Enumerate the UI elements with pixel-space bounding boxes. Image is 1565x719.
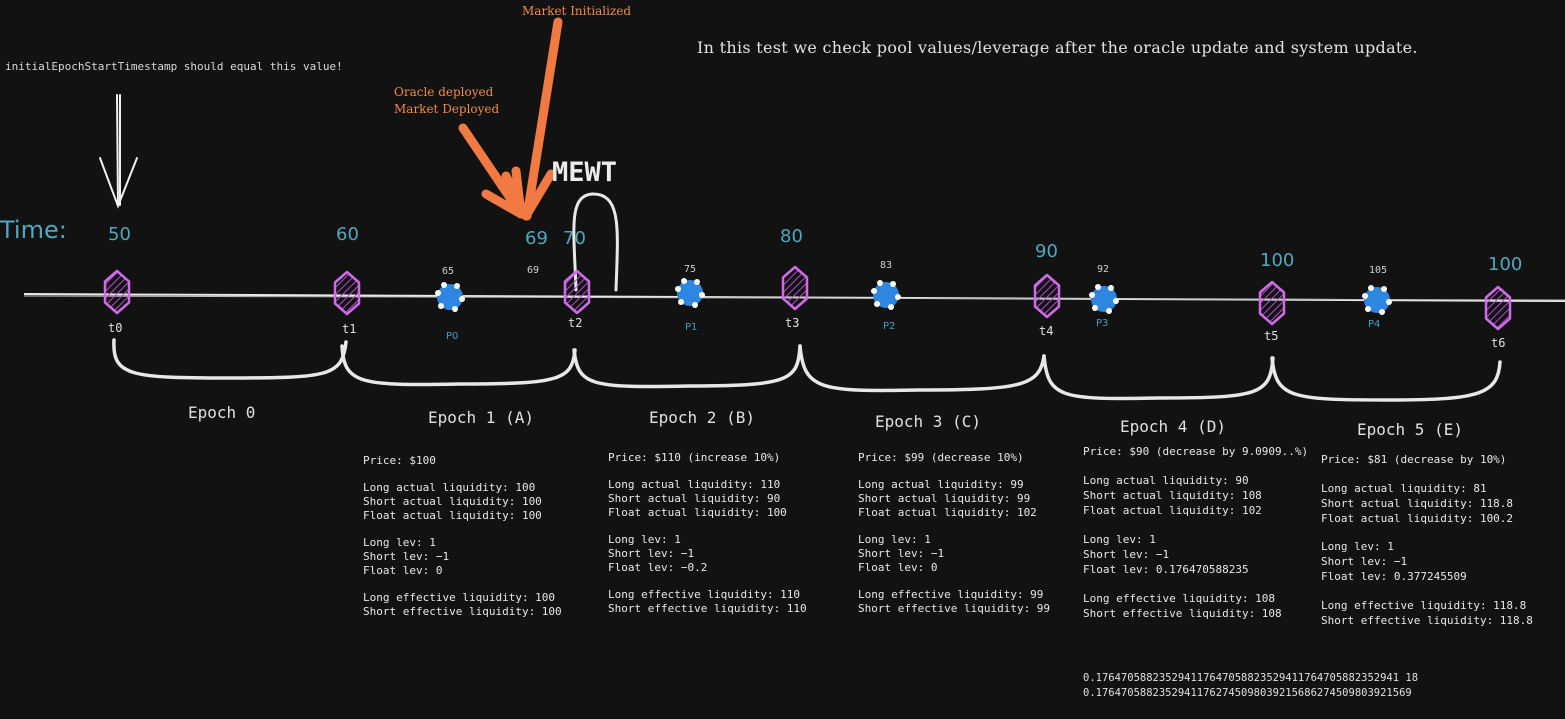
- tick-label-t1: t1: [342, 322, 357, 336]
- tick-marker-t3: [781, 265, 809, 311]
- epoch-label-3: Epoch 3 (C): [875, 412, 981, 431]
- epoch-label-1: Epoch 1 (A): [428, 408, 534, 427]
- epoch-label-0: Epoch 0: [188, 403, 256, 422]
- price-update-dot-p3: [1089, 284, 1119, 314]
- price-update-label-p2: P2: [883, 321, 896, 332]
- price-update-time-p0: 65: [442, 266, 455, 277]
- small-time-69: 69: [527, 265, 540, 276]
- start-timestamp-arrow: [99, 94, 138, 209]
- time-value-t0: 50: [108, 224, 131, 245]
- price-update-label-p1: P1: [685, 322, 698, 333]
- tick-label-t3: t3: [785, 316, 800, 330]
- price-update-label-p3: P3: [1096, 318, 1109, 329]
- time-value-69: 69: [525, 228, 548, 249]
- tick-marker-t4: [1033, 273, 1061, 319]
- time-value-t1: 60: [336, 224, 359, 245]
- market-initialized-arrow: [501, 17, 563, 221]
- price-update-dot-p2: [871, 280, 901, 310]
- float-lev-value-1: 0.17647058823529411764705882352941176470…: [1083, 672, 1419, 684]
- float-lev-value-2: 0.17647058823529411762745098039215686274…: [1083, 687, 1412, 699]
- price-update-time-p3: 92: [1097, 264, 1110, 275]
- tick-label-t6: t6: [1491, 336, 1506, 350]
- epoch-label-2: Epoch 2 (B): [649, 408, 755, 427]
- epoch-2-details: Price: $110 (increase 10%) Long actual l…: [608, 451, 807, 615]
- time-value-t4: 90: [1035, 241, 1058, 262]
- epoch-3-details: Price: $99 (decrease 10%) Long actual li…: [858, 451, 1051, 615]
- price-update-dot-p1: [675, 278, 705, 308]
- price-update-dot-p4: [1362, 285, 1392, 315]
- mewt-label: MEWT: [552, 157, 618, 188]
- market-initialized-label: Market Initialized: [522, 4, 632, 18]
- market-deployed-label: Market Deployed: [394, 102, 500, 116]
- mewt-window-loop: [572, 192, 619, 292]
- tick-marker-t2: [563, 269, 591, 315]
- epoch-4-details: Price: $90 (decrease by 9.0909..%) Long …: [1083, 445, 1309, 621]
- time-value-t6: 100: [1488, 254, 1523, 275]
- tick-label-t4: t4: [1039, 324, 1054, 338]
- tick-marker-t5: [1258, 280, 1286, 326]
- tick-label-t5: t5: [1264, 329, 1279, 343]
- tick-marker-t0: [103, 269, 131, 315]
- tick-label-t0: t0: [108, 321, 123, 335]
- tick-label-t2: t2: [568, 316, 583, 330]
- price-update-time-p4: 105: [1369, 265, 1388, 276]
- epoch-1-details: Price: $100 Long actual liquidity: 100 S…: [363, 454, 562, 618]
- time-value-t5: 100: [1260, 250, 1295, 271]
- price-update-label-p4: P4: [1368, 319, 1381, 330]
- oracle-deployed-label: Oracle deployed: [394, 85, 494, 99]
- epoch-label-4: Epoch 4 (D): [1120, 417, 1226, 436]
- price-update-dot-p0: [435, 282, 465, 312]
- epoch-label-5: Epoch 5 (E): [1357, 420, 1463, 439]
- price-update-label-p0: P0: [446, 331, 459, 342]
- price-update-time-p1: 75: [684, 264, 697, 275]
- time-axis-label: Time:: [0, 216, 67, 244]
- test-description-headline: In this test we check pool values/levera…: [697, 38, 1418, 57]
- tick-marker-t1: [333, 270, 361, 316]
- time-value-t2: 70: [563, 228, 586, 249]
- time-value-t3: 80: [780, 226, 803, 247]
- float-lev-comparison: 0.17647058823529411764705882352941176470…: [1083, 671, 1418, 701]
- epoch-braces: [112, 338, 1502, 402]
- oracle-deployed-arrow: [458, 123, 526, 219]
- tick-marker-t6: [1484, 285, 1512, 331]
- price-update-time-p2: 83: [880, 260, 893, 271]
- start-timestamp-note: initialEpochStartTimestamp should equal …: [5, 60, 343, 73]
- epoch-5-details: Price: $81 (decrease by 10%) Long actual…: [1321, 453, 1533, 627]
